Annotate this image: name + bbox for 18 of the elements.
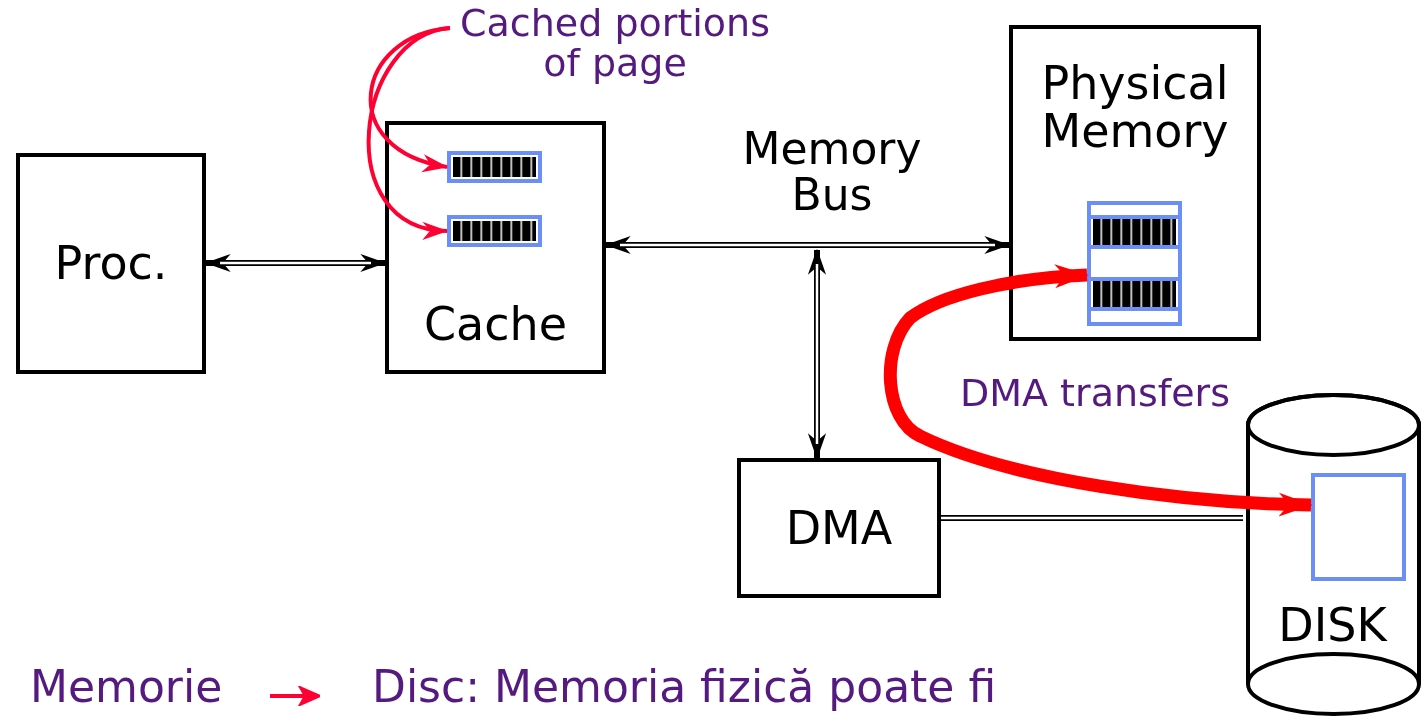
node-label: Proc. [54, 239, 168, 288]
callout-text: Cached portions of page [459, 4, 771, 84]
caption-text: Memorie [30, 664, 223, 711]
node-label: DMA [785, 503, 893, 553]
cache-box [385, 121, 606, 374]
disk-page [1311, 473, 1406, 581]
memory-box [1009, 25, 1261, 341]
memory-page [1087, 201, 1182, 326]
page-strip [447, 151, 542, 183]
node-label: DISK [1277, 601, 1389, 650]
process-box [16, 153, 206, 374]
edge-label: DMA transfers [959, 374, 1231, 414]
dma-box [737, 458, 941, 598]
page-strip [447, 215, 542, 247]
node-label: Physical Memory [1040, 59, 1230, 156]
edge-label: Memory Bus [741, 126, 923, 219]
node-label: Cache [423, 299, 568, 348]
caption-text: Disc: Memoria fizică poate fi [372, 664, 997, 711]
